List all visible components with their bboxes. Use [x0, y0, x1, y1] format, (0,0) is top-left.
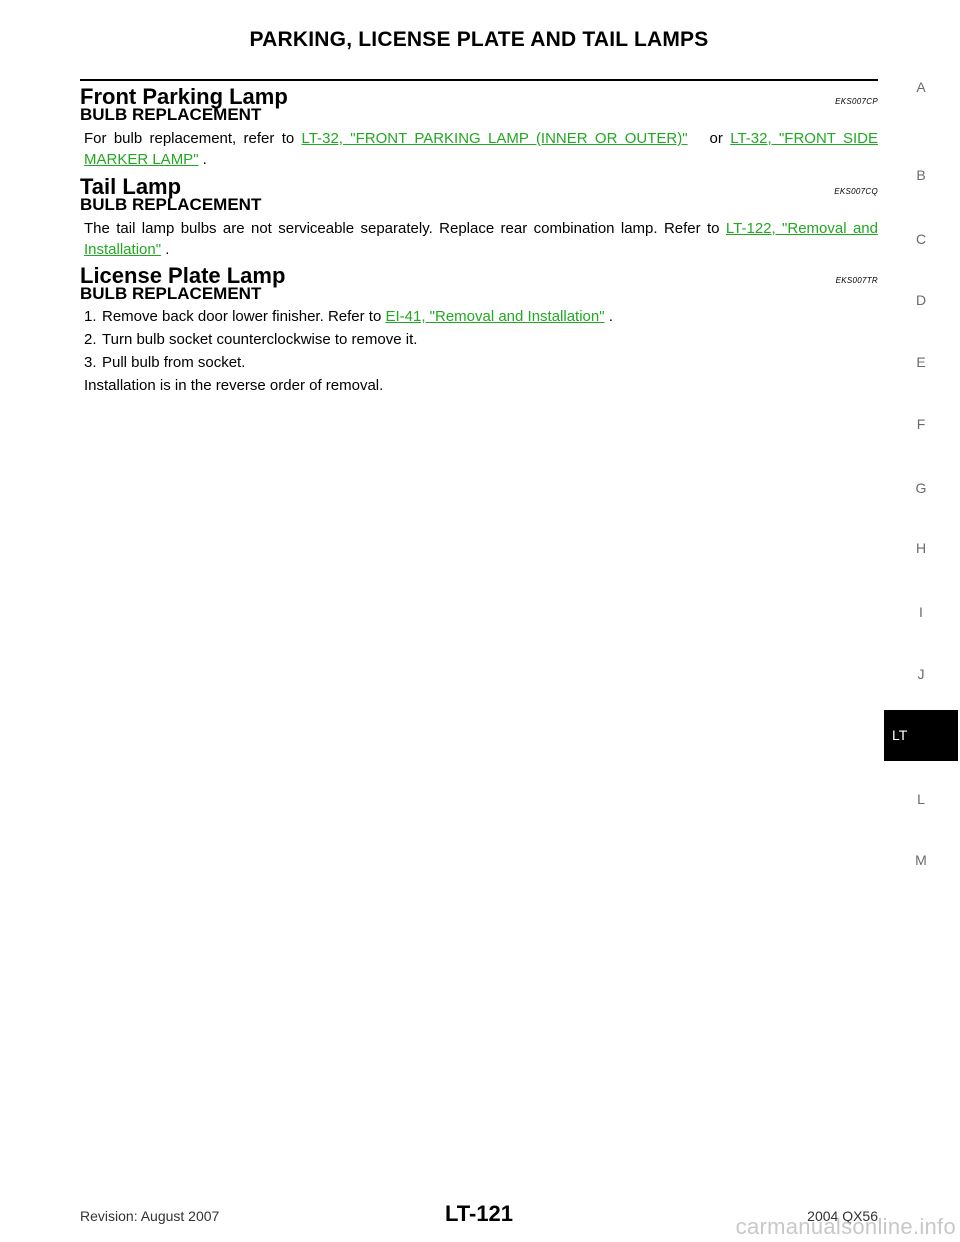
footer-model: 2004 QX56 — [807, 1208, 878, 1224]
side-tab-e[interactable]: E — [916, 354, 926, 370]
section-title-front-parking-lamp: Front Parking Lamp — [80, 84, 288, 109]
step-text: . — [604, 308, 613, 325]
step-number: 2. — [84, 331, 97, 348]
footer-page-number: LT-121 — [444, 1201, 514, 1226]
section-title-tail-lamp: Tail Lamp — [80, 174, 182, 199]
side-tab-l[interactable]: L — [917, 791, 925, 807]
side-tab-lt-active[interactable]: LT — [884, 710, 958, 761]
step-text: Turn bulb socket counterclockwise to rem… — [102, 331, 418, 348]
watermark: carmanualsonline.info — [735, 1214, 956, 1239]
link-lt-32-front-side-marker-lamp[interactable]: LT-32, "FRONT SIDE MARKER LAMP" — [84, 130, 878, 168]
step-text: Pull bulb from socket. — [102, 354, 246, 371]
para-text: . — [161, 241, 170, 258]
subhead-bulb-replacement: BULB REPLACEMENT — [80, 284, 262, 303]
closing-note: Installation is in the reverse order of … — [84, 377, 384, 394]
side-tab-g[interactable]: G — [915, 480, 927, 496]
side-tab-d[interactable]: D — [915, 292, 927, 308]
section-code: EKS007CQ — [834, 187, 878, 196]
para-text: or — [687, 130, 731, 147]
para-text: For bulb replacement, refer to — [84, 130, 302, 147]
side-tab-j[interactable]: J — [917, 666, 925, 682]
page-title: PARKING, LICENSE PLATE AND TAIL LAMPS — [249, 28, 709, 51]
header-divider — [80, 79, 878, 81]
link-lt-32-front-parking-lamp[interactable]: LT-32, "FRONT PARKING LAMP (INNER OR OUT… — [301, 130, 688, 147]
subhead-bulb-replacement: BULB REPLACEMENT — [80, 105, 262, 124]
side-tab-f[interactable]: F — [916, 416, 926, 432]
side-tab-a[interactable]: A — [916, 79, 926, 95]
para-text: The tail lamp bulbs are not serviceable … — [84, 220, 726, 237]
side-tab-c[interactable]: C — [915, 231, 927, 247]
side-tab-label: LT — [892, 727, 908, 743]
list-item-step-1: 1. Remove back door lower finisher. Refer… — [84, 306, 878, 327]
side-tab-b[interactable]: B — [916, 167, 926, 183]
step-text: Remove back door lower finisher. Refer t… — [102, 308, 386, 325]
section-code: EKS007TR — [835, 276, 878, 285]
side-tab-i[interactable]: I — [919, 604, 923, 620]
section-title-license-plate-lamp: License Plate Lamp — [80, 263, 286, 288]
para-text: . — [198, 151, 207, 168]
paragraph-tail-lamp: The tail lamp bulbs are not serviceable … — [84, 218, 878, 260]
list-item-step-2: 2. Turn bulb socket counterclockwise to r… — [84, 329, 878, 350]
step-number: 3. — [84, 354, 97, 371]
link-ei-41-removal-installation[interactable]: EI-41, "Removal and Installation" — [385, 308, 605, 325]
side-tab-m[interactable]: M — [915, 852, 927, 868]
step-number: 1. — [84, 308, 97, 325]
paragraph-front-parking: For bulb replacement, refer to LT-32, "F… — [84, 128, 878, 170]
link-lt-122-removal-installation[interactable]: LT-122, "Removal and Installation" — [84, 220, 878, 258]
list-item-step-3: 3. Pull bulb from socket. — [84, 352, 878, 373]
side-tab-h[interactable]: H — [915, 540, 927, 556]
footer-revision: Revision: August 2007 — [80, 1208, 220, 1224]
section-code: EKS007CP — [835, 97, 878, 106]
subhead-bulb-replacement: BULB REPLACEMENT — [80, 195, 262, 214]
